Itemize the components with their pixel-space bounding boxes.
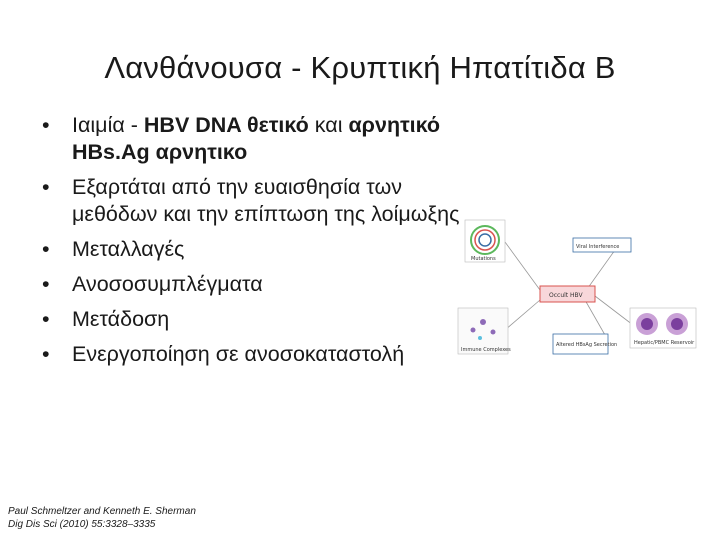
bullet-glyph: • <box>42 113 50 137</box>
citation-journal: Dig Dis Sci (2010) 55:3328–3335 <box>8 519 156 530</box>
bullet-glyph: • <box>42 175 50 199</box>
altered-hbsag-box <box>552 333 609 355</box>
immune-complexes-icon: Immune Complexes <box>457 307 511 355</box>
mutations-icon: Mutations <box>464 219 506 263</box>
bullet-text-mid: και <box>308 113 349 137</box>
bullet-item: • Ανοσοσυμπλέγματα <box>42 271 462 298</box>
viral-interference-label: Viral Interference <box>576 244 619 250</box>
occult-hbv-diagram: Mutations Immune Complexes Occult HBV Vi… <box>457 219 697 355</box>
bullet-item: • Ενεργοποίηση σε ανοσοκαταστολή <box>42 341 462 368</box>
bullet-glyph: • <box>42 307 50 331</box>
occult-hbv-label: Occult HBV <box>549 292 583 299</box>
bullet-item: • Μεταλλαγές <box>42 236 462 263</box>
bullet-text: Μεταλλαγές <box>72 237 185 261</box>
occult-hbv-box <box>539 285 596 303</box>
bullet-text: Ενεργοποίηση σε ανοσοκαταστολή <box>72 342 405 366</box>
bullet-text-prefix: Ιαιμία - <box>72 113 144 137</box>
immune-complexes-label: Immune Complexes <box>461 347 511 353</box>
bullet-glyph: • <box>42 237 50 261</box>
bullet-text: Ανοσοσυμπλέγματα <box>72 272 263 296</box>
bullet-list: • Ιαιμία - HBV DNA θετικό και αρνητικό H… <box>42 112 462 376</box>
altered-hbsag-label: Altered HBsAg Secretion <box>556 342 617 348</box>
citation-authors: Paul Schmeltzer and Kenneth E. Sherman <box>8 506 196 517</box>
bullet-text-bold: HBV DNA θετικό <box>143 113 309 137</box>
mutations-label: Mutations <box>471 256 496 262</box>
citation: Paul Schmeltzer and Kenneth E. Sherman D… <box>8 505 196 531</box>
slide-title: Λανθάνουσα - Κρυπτική Ηπατίτιδα B <box>104 50 616 85</box>
bullet-item: • Ιαιμία - HBV DNA θετικό και αρνητικό H… <box>42 112 462 166</box>
bullet-item: • Μετάδοση <box>42 306 462 333</box>
bullet-text: Μετάδοση <box>72 307 170 331</box>
bullet-text-bold: αρνητικό HBs.Ag αρνητικο <box>72 113 441 164</box>
viral-interference-box <box>572 237 632 253</box>
hepatic-reservoir-label: Hepatic/PBMC Reservoir <box>634 340 695 346</box>
bullet-glyph: • <box>42 272 50 296</box>
bullet-item: • Εξαρτάται από την ευαισθησία των μεθόδ… <box>42 174 462 228</box>
bullet-text: Εξαρτάται από την ευαισθησία των μεθόδων… <box>72 175 460 226</box>
bullet-glyph: • <box>42 342 50 366</box>
hepatic-reservoir-icon: Hepatic/PBMC Reservoir <box>629 307 697 349</box>
